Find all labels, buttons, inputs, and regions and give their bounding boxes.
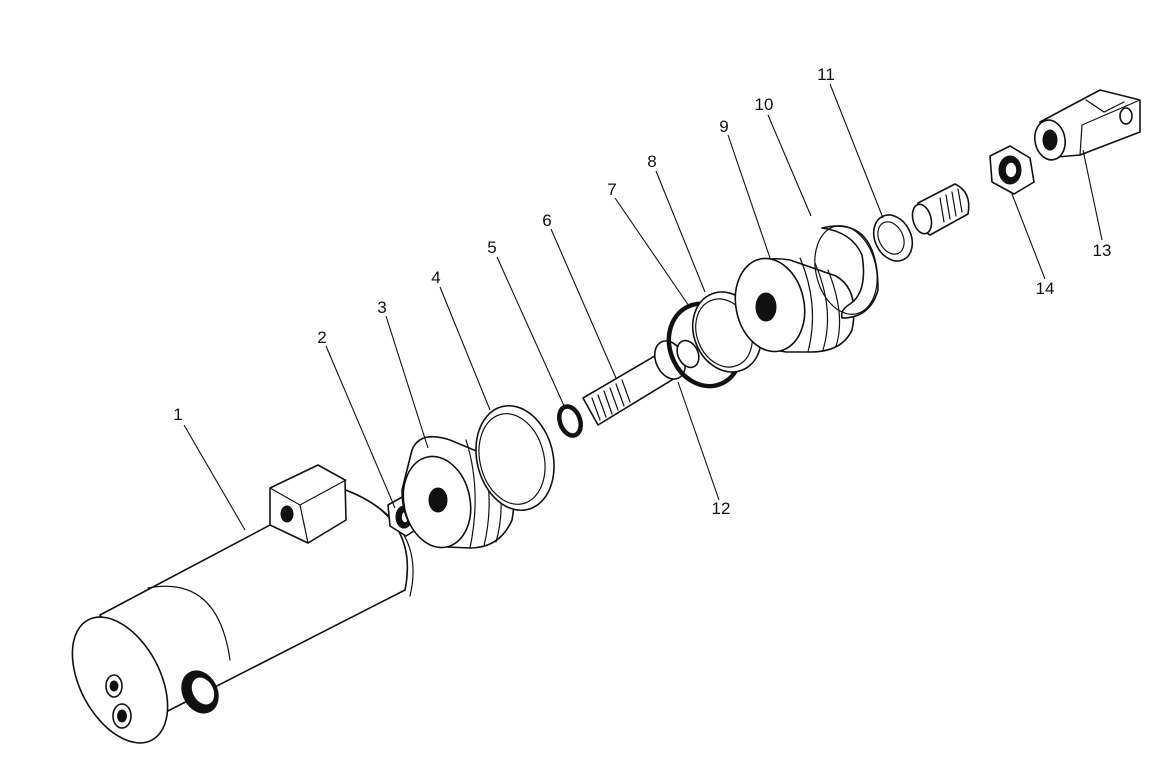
part-6-piston-rod: [582, 339, 700, 426]
part-4-seal-ring: [475, 404, 555, 512]
callout-1: 1: [173, 405, 182, 424]
callout-5: 5: [487, 238, 496, 257]
leader-13: [1082, 149, 1103, 241]
part-5-o-ring: [557, 404, 583, 438]
callouts: 1 2 3 4 5 6 7 8 9 10 11 12 13 14: [173, 65, 1111, 518]
part-12-threaded-stud: [911, 183, 970, 236]
part-14-hex-nut: [989, 145, 1035, 195]
callout-10: 10: [755, 95, 774, 114]
leader-3: [385, 315, 429, 449]
leader-8: [655, 170, 706, 293]
leader-5: [496, 256, 566, 409]
callout-13: 13: [1093, 241, 1112, 260]
leader-lines: [183, 83, 1103, 531]
callout-3: 3: [377, 298, 386, 317]
part-9-rear-gland: [734, 257, 855, 353]
callout-14: 14: [1036, 279, 1055, 298]
callout-4: 4: [431, 268, 440, 287]
callout-12: 12: [712, 499, 731, 518]
leader-2: [325, 345, 396, 509]
leader-11: [829, 83, 884, 219]
leader-1: [183, 424, 246, 531]
leader-14: [1011, 193, 1046, 280]
part-1-cylinder-body: [71, 464, 414, 744]
callout-8: 8: [647, 152, 656, 171]
callout-6: 6: [542, 211, 551, 230]
leader-9: [727, 134, 771, 259]
leader-10: [767, 114, 812, 217]
callout-7: 7: [607, 180, 616, 199]
leader-6: [550, 228, 617, 379]
callout-2: 2: [317, 328, 326, 347]
callout-11: 11: [817, 65, 835, 84]
leader-4: [439, 286, 491, 411]
leader-7: [614, 197, 690, 307]
leader-12: [677, 381, 720, 501]
part-10-retaining-ring: [814, 225, 879, 319]
callout-9: 9: [719, 117, 728, 136]
part-13-clevis: [1034, 89, 1141, 161]
